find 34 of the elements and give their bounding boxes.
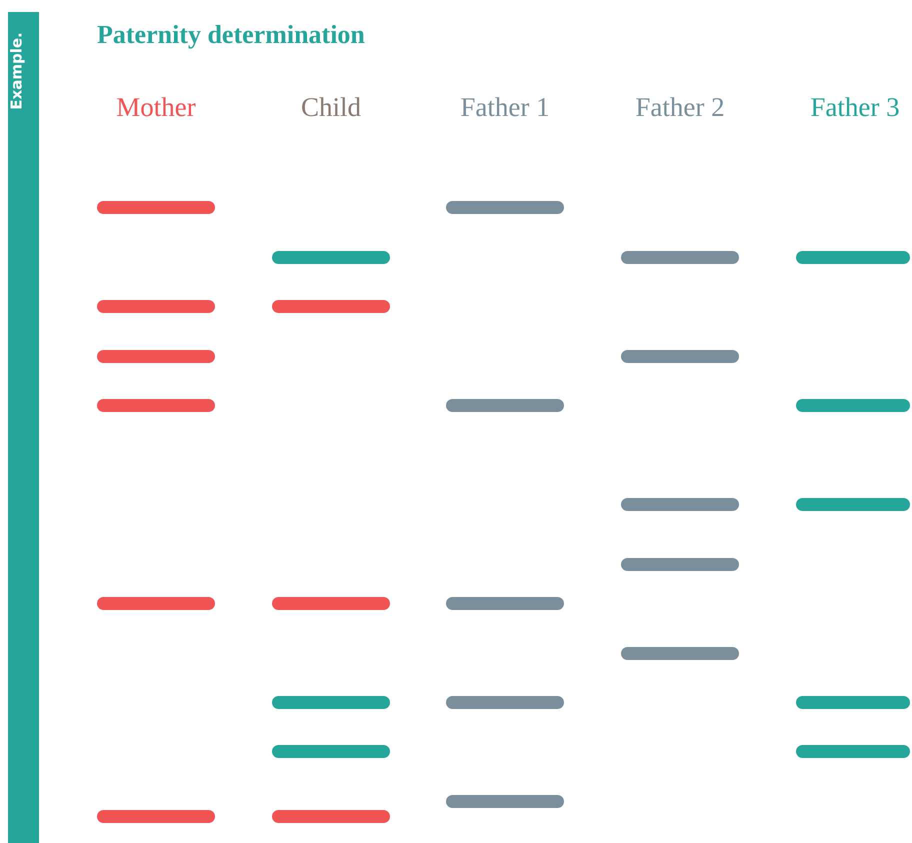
gel-band [446,795,564,808]
title: Paternity determination [97,20,365,50]
gel-band [446,696,564,709]
gel-band [796,498,910,511]
gel-band [796,399,910,412]
gel-band [446,597,564,610]
lane-heading: Child [300,92,362,123]
gel-band [446,399,564,412]
gel-band [272,597,390,610]
gel-band [446,201,564,214]
lane-heading: Father 1 [459,92,551,123]
lane-heading: Father 3 [809,92,901,123]
gel-band [97,300,215,313]
lane-heading: Father 2 [634,92,726,123]
gel-band [97,810,215,823]
gel-band [796,251,910,264]
side-label: Example. [8,32,26,110]
gel-band [97,597,215,610]
gel-band [621,498,739,511]
gel-band [796,745,910,758]
gel-band [621,251,739,264]
gel-band [272,696,390,709]
gel-band [97,201,215,214]
lane-heading: Mother [115,92,197,123]
gel-band [272,810,390,823]
gel-band [621,558,739,571]
gel-band [97,350,215,363]
gel-band [796,696,910,709]
gel-band [272,300,390,313]
gel-band [272,745,390,758]
gel-band [621,647,739,660]
gel-band [272,251,390,264]
gel-band [621,350,739,363]
gel-band [97,399,215,412]
